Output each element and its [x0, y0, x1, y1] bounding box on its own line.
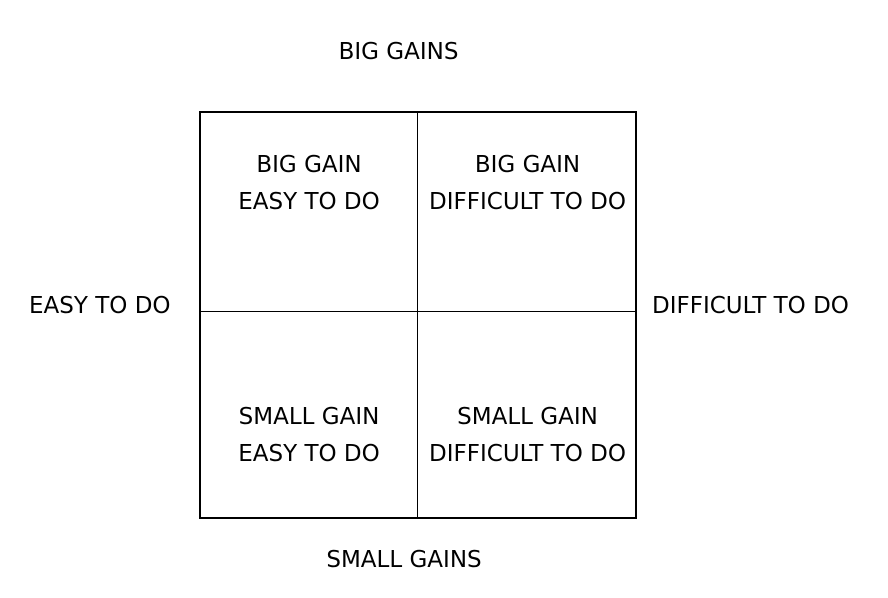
bottom-axis-label: SMALL GAINS	[326, 547, 482, 573]
quadrant-bottom-right: SMALL GAIN DIFFICULT TO DO	[418, 399, 637, 473]
quadrant-bottom-right-line1: SMALL GAIN	[457, 404, 598, 430]
quadrant-bottom-left: SMALL GAIN EASY TO DO	[201, 399, 417, 473]
quadrant-top-right-line1: BIG GAIN	[474, 152, 581, 178]
quadrant-bottom-left-line2: EASY TO DO	[238, 441, 380, 467]
quadrant-top-right: BIG GAIN DIFFICULT TO DO	[418, 147, 637, 221]
priority-matrix: BIG GAIN EASY TO DO BIG GAIN DIFFICULT T…	[199, 111, 637, 519]
quadrant-bottom-left-line1: SMALL GAIN	[238, 404, 380, 430]
quadrant-top-left: BIG GAIN EASY TO DO	[201, 147, 417, 221]
vertical-divider	[417, 113, 418, 517]
top-axis-label: BIG GAINS	[338, 39, 459, 65]
quadrant-top-left-line2: EASY TO DO	[238, 189, 380, 215]
quadrant-top-left-line1: BIG GAIN	[256, 152, 362, 178]
right-axis-label: DIFFICULT TO DO	[652, 293, 849, 319]
horizontal-divider	[201, 311, 635, 312]
left-axis-label: EASY TO DO	[29, 293, 171, 319]
quadrant-top-right-line2: DIFFICULT TO DO	[429, 189, 626, 215]
quadrant-bottom-right-line2: DIFFICULT TO DO	[429, 441, 626, 467]
